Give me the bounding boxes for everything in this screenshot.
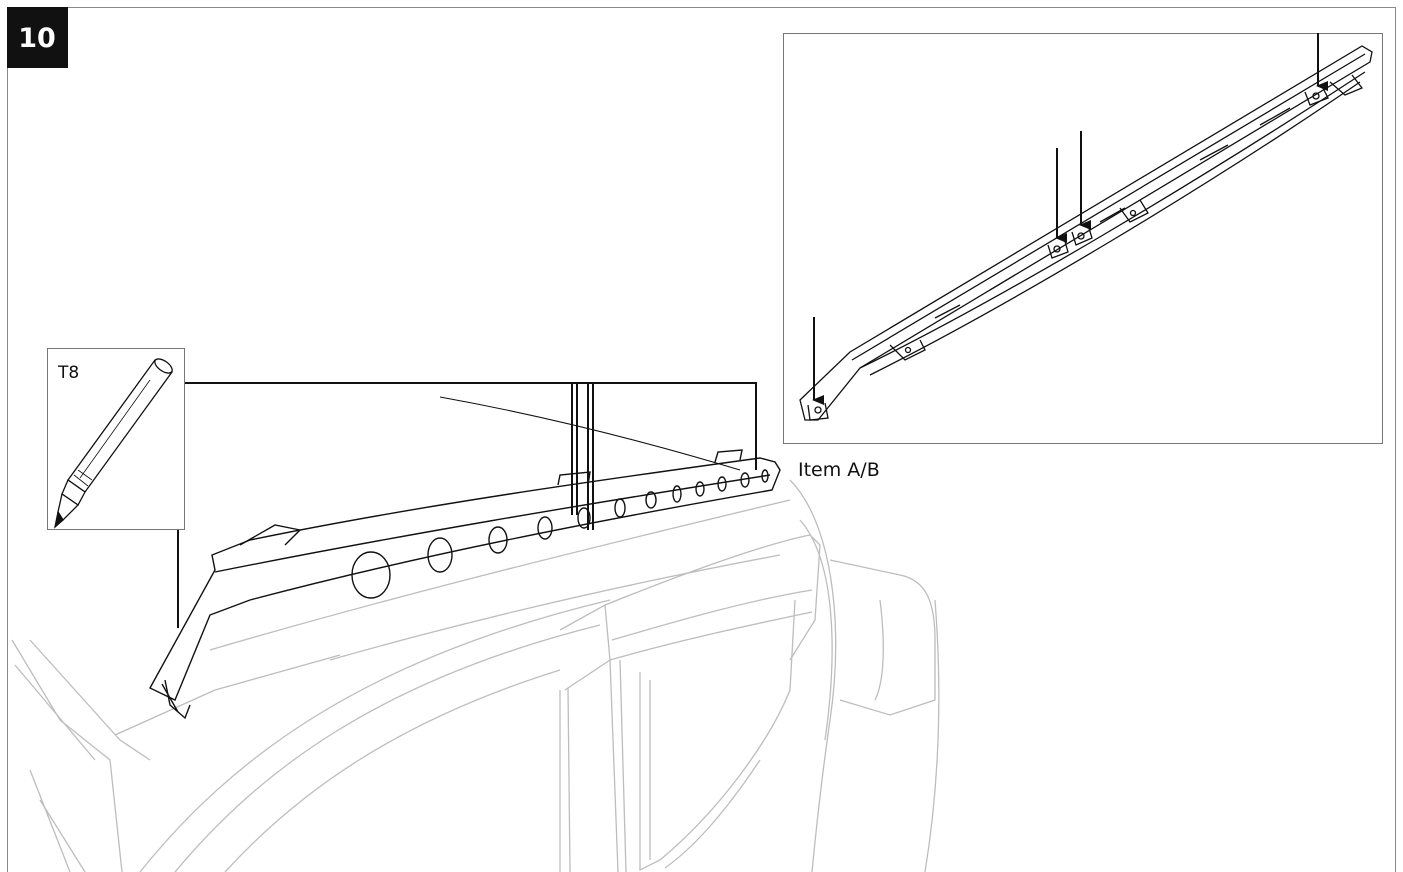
step-number: 10 (18, 23, 56, 54)
inset-rail-drawing (799, 45, 1373, 421)
step-badge: 10 (7, 7, 68, 68)
tool-callout: T8 (47, 348, 185, 530)
inset-arrows (812, 33, 1328, 405)
vehicle-body (11, 479, 940, 872)
item-label: Item A/B (798, 459, 880, 481)
curve-guide-line (439, 396, 741, 471)
leader-lines (177, 382, 757, 628)
roof-rail-item-ab (149, 449, 781, 720)
page-frame (7, 7, 1396, 872)
tool-label: T8 (57, 363, 79, 383)
detail-inset (783, 33, 1383, 444)
marker-pen-icon (53, 358, 173, 529)
rail-holes (351, 469, 769, 599)
